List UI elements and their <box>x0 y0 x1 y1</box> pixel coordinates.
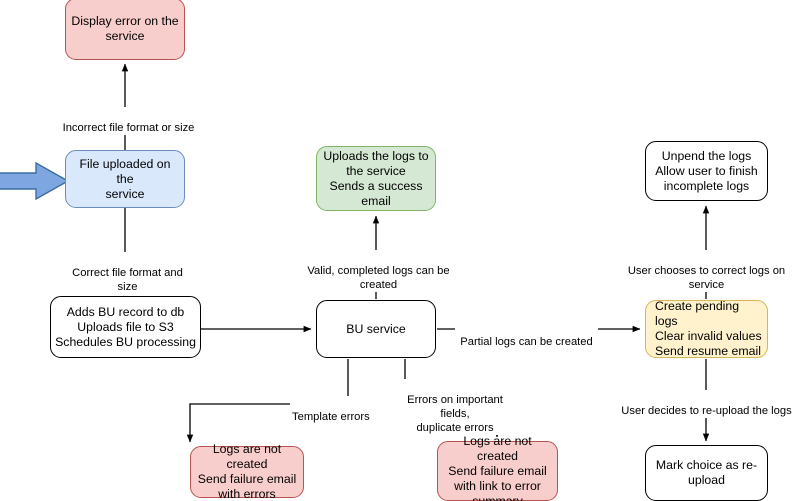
edge-label-user-reuploads-text: User decides to re-upload the logs <box>621 405 792 417</box>
node-display-error[interactable]: Display error on the service <box>65 0 185 60</box>
edge-label-important-fields-text: Errors on important fields, duplicate er… <box>407 394 503 434</box>
edge-label-user-reuploads: User decides to re-upload the logs <box>619 390 794 418</box>
edge-label-correct-format: Correct file format and size <box>59 252 196 294</box>
node-unpend-logs[interactable]: Unpend the logs Allow user to finish inc… <box>645 141 768 201</box>
node-create-pending-logs[interactable]: Create pending logs Clear invalid values… <box>645 299 768 358</box>
node-logs-not-created-fields[interactable]: Logs are not created Send failure email … <box>437 434 558 501</box>
node-adds-bu-record-label: Adds BU record to db Uploads file to S3 … <box>55 304 196 349</box>
node-create-pending-logs-label: Create pending logs Clear invalid values… <box>655 299 762 358</box>
edge-label-correct-format-text: Correct file format and size <box>72 267 183 293</box>
node-bu-service[interactable]: BU service <box>316 300 436 358</box>
edge-label-valid-logs-text: Valid, completed logs can be created <box>307 265 450 291</box>
edge-label-partial-logs: Partial logs can be created <box>455 321 598 349</box>
edge-label-incorrect-format-text: Incorrect file format or size <box>62 122 195 134</box>
edge-label-valid-logs: Valid, completed logs can be created <box>286 250 471 292</box>
edge-label-incorrect-format: Incorrect file format or size <box>59 107 198 135</box>
node-mark-choice[interactable]: Mark choice as re- upload <box>645 445 768 501</box>
node-logs-not-created-template[interactable]: Logs are not created Send failure email … <box>190 442 304 501</box>
edge-label-template-errors-text: Template errors <box>292 411 370 423</box>
edge-label-important-fields: Errors on important fields, duplicate er… <box>393 379 517 435</box>
edge-label-user-corrects: User chooses to correct logs on service <box>608 250 801 292</box>
node-uploads-logs-label: Uploads the logs to the service Sends a … <box>323 148 429 208</box>
node-file-uploaded[interactable]: File uploaded on the service <box>65 150 185 208</box>
node-adds-bu-record[interactable]: Adds BU record to db Uploads file to S3 … <box>50 296 201 358</box>
node-display-error-label: Display error on the service <box>71 14 179 43</box>
node-mark-choice-label: Mark choice as re- upload <box>655 458 758 487</box>
edge-label-template-errors: Template errors <box>290 396 376 424</box>
node-unpend-logs-label: Unpend the logs Allow user to finish inc… <box>655 148 758 193</box>
input-block-arrow-icon <box>0 162 70 200</box>
node-uploads-logs[interactable]: Uploads the logs to the service Sends a … <box>316 146 436 211</box>
node-file-uploaded-label: File uploaded on the service <box>79 156 171 201</box>
edge-label-user-corrects-text: User chooses to correct logs on service <box>627 265 786 291</box>
node-logs-not-created-fields-label: Logs are not created Send failure email … <box>448 433 547 501</box>
node-bu-service-label: BU service <box>346 321 406 336</box>
node-logs-not-created-template-label: Logs are not created Send failure email … <box>197 442 297 501</box>
edge-label-partial-logs-text: Partial logs can be created <box>460 336 593 348</box>
